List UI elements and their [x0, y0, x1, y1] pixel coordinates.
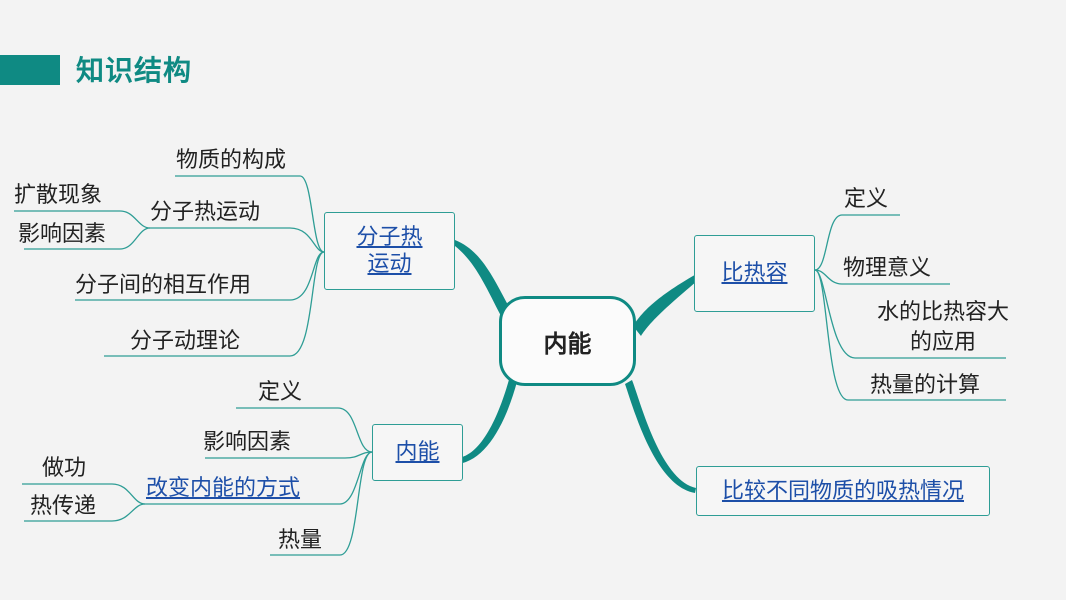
node-molecular-thermal-motion[interactable]: 分子热运动: [324, 212, 455, 290]
leaf-kinetic-theory: 分子动理论: [130, 329, 241, 354]
page-title: 知识结构: [76, 54, 193, 87]
connector-diffusion: [14, 210, 151, 229]
connector-definition-int: [236, 407, 373, 453]
branch-specific-heat: [633, 272, 703, 336]
title-accent-bar: [0, 55, 60, 85]
leaf-matter-structure: 物质的构成: [176, 148, 287, 173]
node-internal-energy[interactable]: 内能: [372, 424, 463, 481]
leaf-physical-meaning: 物理意义: [843, 256, 932, 281]
connector-structure: [175, 175, 325, 253]
branch-experiment: [625, 380, 696, 493]
connector-theory: [104, 251, 325, 357]
connector-factors-mol: [24, 227, 151, 250]
leaf-factors-internal: 影响因素: [203, 430, 292, 455]
connector-calculation: [814, 269, 1006, 401]
connector-work: [22, 483, 146, 505]
connector-heat-transfer: [24, 503, 146, 522]
leaf-definition-internal: 定义: [258, 380, 303, 405]
connector-heat: [270, 451, 373, 556]
leaf-water-specific-heat-application: 水的比热容大的应用: [876, 300, 1009, 355]
leaf-work: 做功: [42, 456, 87, 481]
node-specific-heat[interactable]: 比热容: [694, 235, 815, 312]
connector-factors-int: [205, 451, 373, 459]
leaf-definition-specific-heat: 定义: [844, 187, 889, 212]
leaf-heat-calculation: 热量的计算: [870, 373, 981, 398]
leaf-molecular-motion: 分子热运动: [150, 200, 261, 225]
leaf-heat-transfer: 热传递: [30, 494, 97, 519]
node-molecular-label[interactable]: 分子热运动: [356, 225, 423, 277]
connector-motion: [150, 227, 325, 253]
leaf-diffusion: 扩散现象: [14, 183, 103, 208]
connector-meaning: [814, 269, 950, 285]
node-internal-label[interactable]: 内能: [395, 440, 440, 465]
node-experiment-label[interactable]: 比较不同物质的吸热情况: [721, 478, 964, 504]
center-node-internal-energy: 内能: [499, 296, 636, 386]
leaf-heat: 热量: [278, 528, 323, 553]
connector-definition-sh: [814, 214, 900, 271]
leaf-intermolecular-forces: 分子间的相互作用: [75, 273, 252, 298]
node-specific-heat-label[interactable]: 比热容: [721, 261, 788, 286]
branch-molecular: [455, 240, 508, 316]
node-heat-absorption-experiment[interactable]: 比较不同物质的吸热情况: [696, 466, 990, 516]
branch-internal: [458, 376, 518, 464]
leaf-factors-molecular: 影响因素: [18, 222, 107, 247]
leaf-ways-to-change-internal-energy[interactable]: 改变内能的方式: [146, 476, 301, 501]
